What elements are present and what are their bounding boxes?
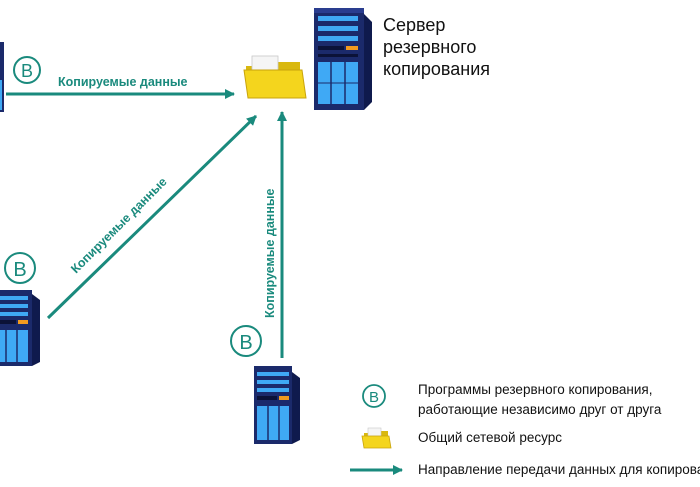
edge-label-diagonal: Копируемые данные bbox=[68, 175, 170, 277]
edge-label-top: Копируемые данные bbox=[58, 75, 188, 89]
left-middle-server-icon bbox=[0, 290, 40, 366]
edge-label-vertical: Копируемые данные bbox=[263, 188, 277, 318]
svg-text:B: B bbox=[239, 332, 252, 354]
backup-server-icon bbox=[314, 8, 372, 110]
legend-software-text: Программы резервного копирования, работа… bbox=[418, 380, 661, 420]
left-top-server-icon bbox=[0, 42, 4, 112]
legend-direction-text: Направление передачи данных для копирова… bbox=[418, 462, 700, 477]
legend-folder-icon bbox=[361, 427, 392, 449]
legend-software-line2: работающие независимо друг от друга bbox=[418, 402, 662, 417]
arrow-diagonal bbox=[46, 114, 258, 320]
badge-icon-top: B bbox=[13, 56, 41, 84]
shared-folder-icon bbox=[243, 55, 307, 99]
badge-icon-left: B bbox=[4, 252, 36, 284]
bottom-server-icon bbox=[254, 366, 300, 444]
legend-share-text: Общий сетевой ресурс bbox=[418, 430, 562, 445]
server-label-line1: Сервер bbox=[383, 15, 446, 35]
legend-software-line1: Программы резервного копирования, bbox=[418, 382, 653, 397]
svg-text:B: B bbox=[21, 61, 33, 81]
legend-badge-icon: B bbox=[362, 384, 386, 408]
svg-text:B: B bbox=[13, 259, 26, 281]
svg-text:B: B bbox=[369, 389, 379, 406]
server-label: Сервер резервного копирования bbox=[383, 14, 490, 80]
badge-icon-bottom: B bbox=[230, 325, 262, 357]
server-label-line3: копирования bbox=[383, 59, 491, 79]
server-label-line2: резервного bbox=[383, 37, 477, 57]
